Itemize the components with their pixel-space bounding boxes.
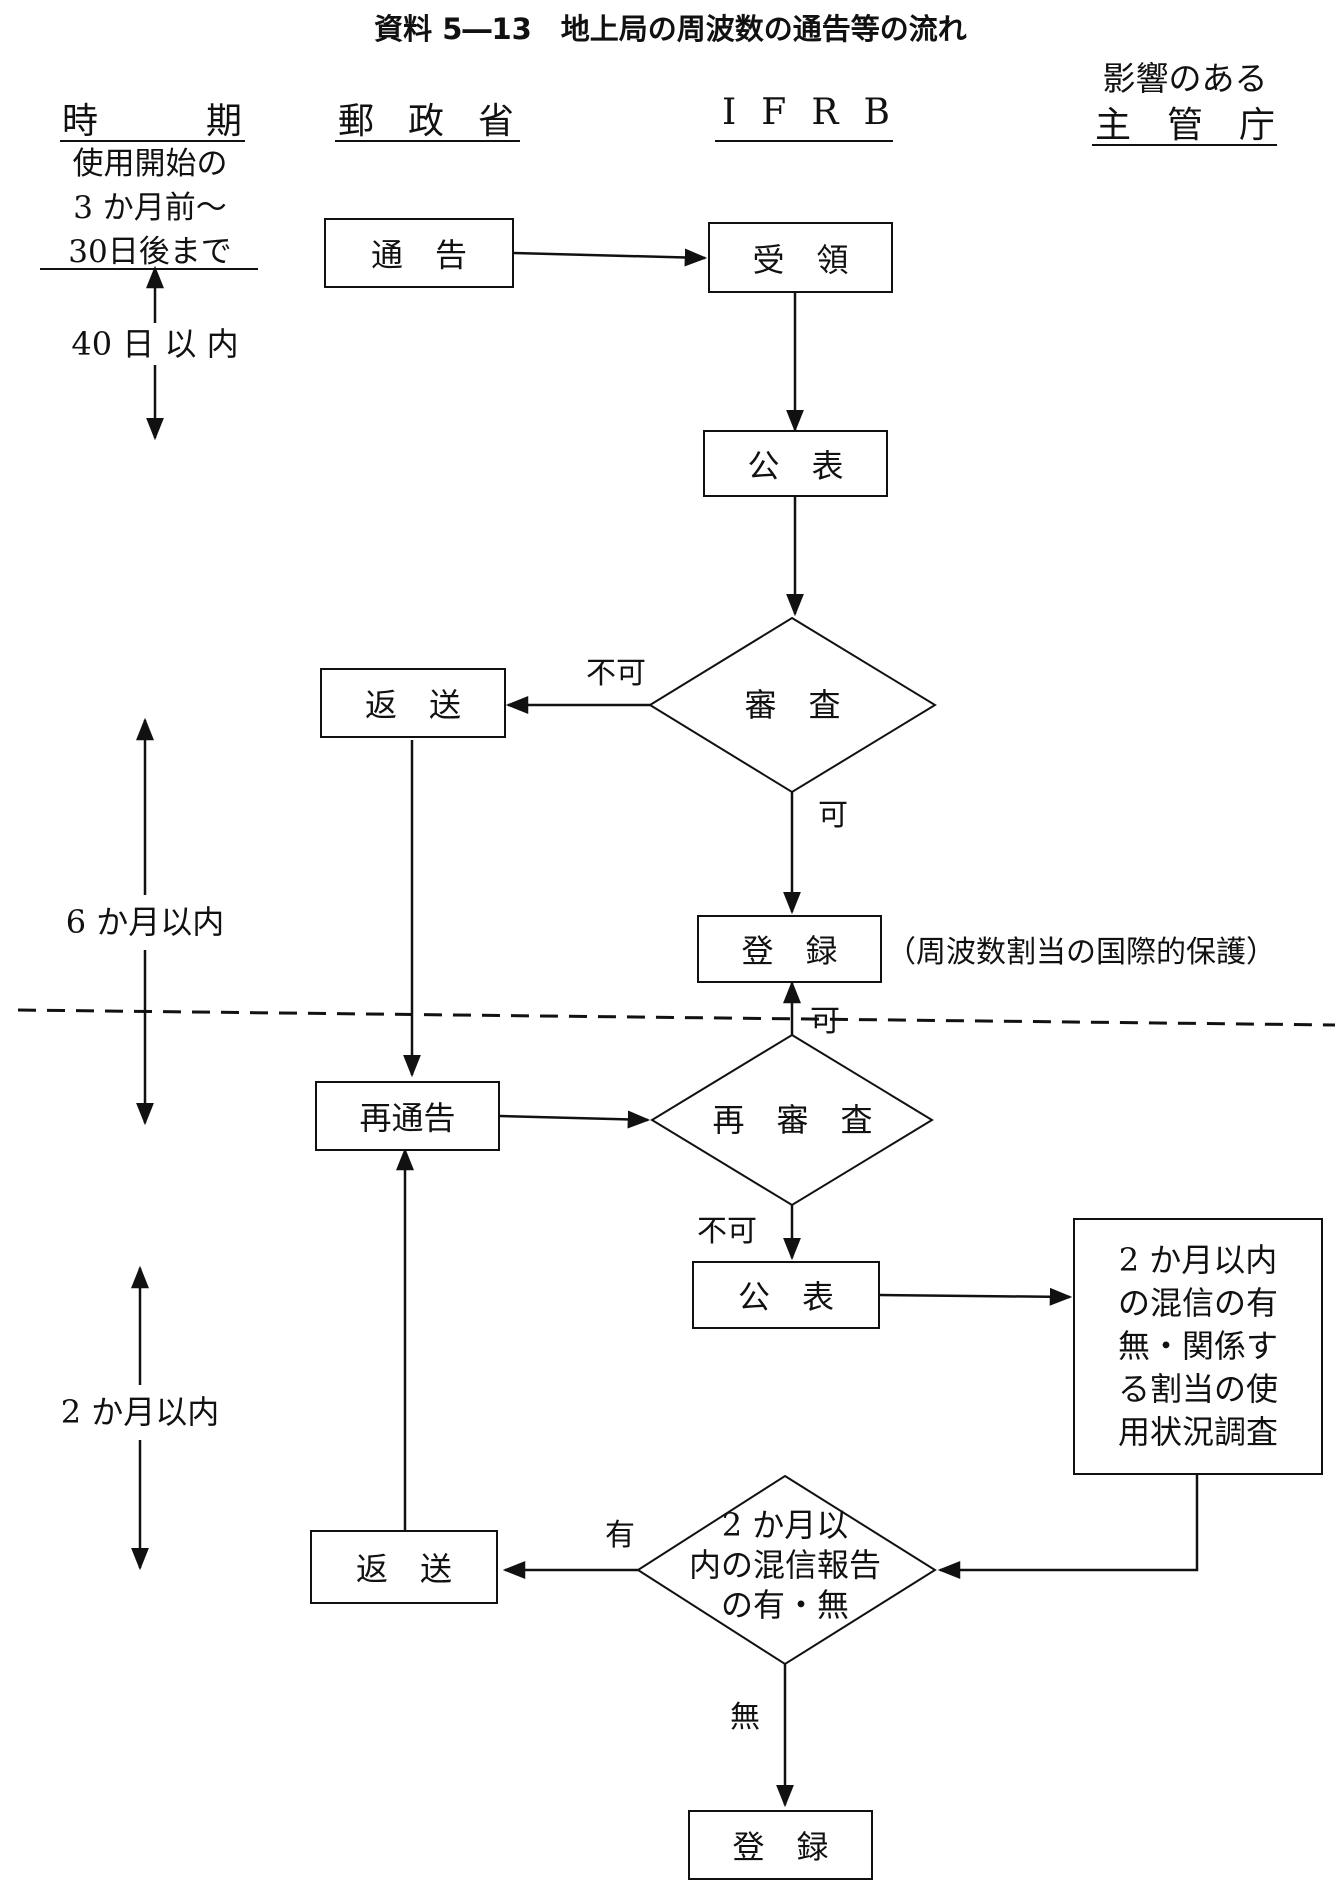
column-header-ifrb-char: F [761,92,787,133]
interference-line: の有・無 [720,1586,849,1624]
timing-submission-underline [40,268,258,270]
timing-submission-line: 使用開始の [72,146,228,182]
return-box-2: 返 送 [310,1530,498,1604]
edge-label-interference-no: 無 [730,1700,760,1735]
interference-line: 内の混信報告 [688,1546,881,1584]
survey-line: 用状況調査 [1117,1413,1278,1451]
arrow-survey-to-interference [937,1475,1199,1579]
column-header-ifrb-char: I [722,92,737,133]
register-box-1: 登 録 [697,915,882,983]
protection-note: （周波数割当の国際的保護） [886,935,1276,970]
column-header-ministry-char: 郵 [338,101,375,142]
reexamine-label: 再 審 査 [712,1101,873,1139]
timing-6-months: 6 か月以内 [65,903,225,941]
column-header-timing-char: 時 [62,101,99,142]
column-header-ifrb-underline [715,140,893,142]
notify-box: 通 告 [324,218,514,288]
arrow-notify-to-receive [513,248,708,267]
column-header-timing: 時 期 [62,92,242,144]
column-header-timing-char: 期 [205,101,242,142]
arrow-publish-to-survey [879,1287,1073,1306]
examine-label: 審 査 [744,686,841,724]
column-header-ministry-char: 省 [477,101,514,142]
edge-label-reexamine-reject: 不可 [697,1214,757,1249]
column-header-ifrb-char: R [811,92,839,133]
edge-label-examine-reject: 不可 [586,656,646,691]
timing-40-days: 40 日 以 内 [71,325,239,363]
timing-submission-line: 30日後まで [68,234,232,270]
renotify-box: 再通告 [315,1081,500,1151]
register-box-2: 登 録 [688,1810,873,1880]
column-header-timing-underline [60,140,245,142]
column-header-affected-char: 主 [1095,105,1132,146]
column-header-ministry-underline [335,140,520,142]
interference-report-label: 2 か月以 内の混信報告 の有・無 [665,1505,905,1625]
timing-2-months: 2 か月以内 [60,1393,220,1431]
column-header-ifrb-char: B [863,92,890,133]
column-header-ministry: 郵 政 省 [338,92,514,144]
survey-line: 2 か月以内 [1118,1241,1278,1279]
timing-submission-window: 使用開始の 3 か月前～ 30日後まで [55,142,245,274]
survey-line: 無・関係す [1117,1327,1278,1365]
receive-box: 受 領 [708,222,893,293]
column-header-ministry-char: 政 [407,101,444,142]
timing-submission-line: 3 か月前～ [73,190,227,226]
column-header-ifrb: I F R B [722,92,890,133]
dashed-separator [17,1008,1336,1027]
column-header-affected-line1: 影響のある [1102,59,1268,98]
edge-label-reexamine-accept: 可 [810,1004,840,1039]
publish-box-2: 公 表 [692,1261,880,1329]
survey-line: の混信の有 [1117,1284,1278,1322]
column-header-affected-char: 管 [1166,105,1203,146]
column-header-affected-char: 庁 [1238,105,1275,146]
interference-survey-box: 2 か月以内 の混信の有 無・関係す る割当の使 用状況調査 [1073,1218,1323,1475]
arrow-renotify-to-reexamine [499,1110,651,1129]
interference-line: 2 か月以 [721,1506,849,1544]
return-box-1: 返 送 [320,668,506,738]
column-header-affected-line2: 主 管 庁 [1095,96,1275,148]
column-header-affected-underline [1092,144,1277,146]
page-title: 資料 5―13 地上局の周波数の通告等の流れ [374,12,967,46]
publish-box: 公 表 [703,430,888,497]
edge-label-examine-accept: 可 [818,798,848,833]
survey-line: る割当の使 [1117,1370,1278,1408]
edge-label-interference-yes: 有 [605,1518,635,1553]
